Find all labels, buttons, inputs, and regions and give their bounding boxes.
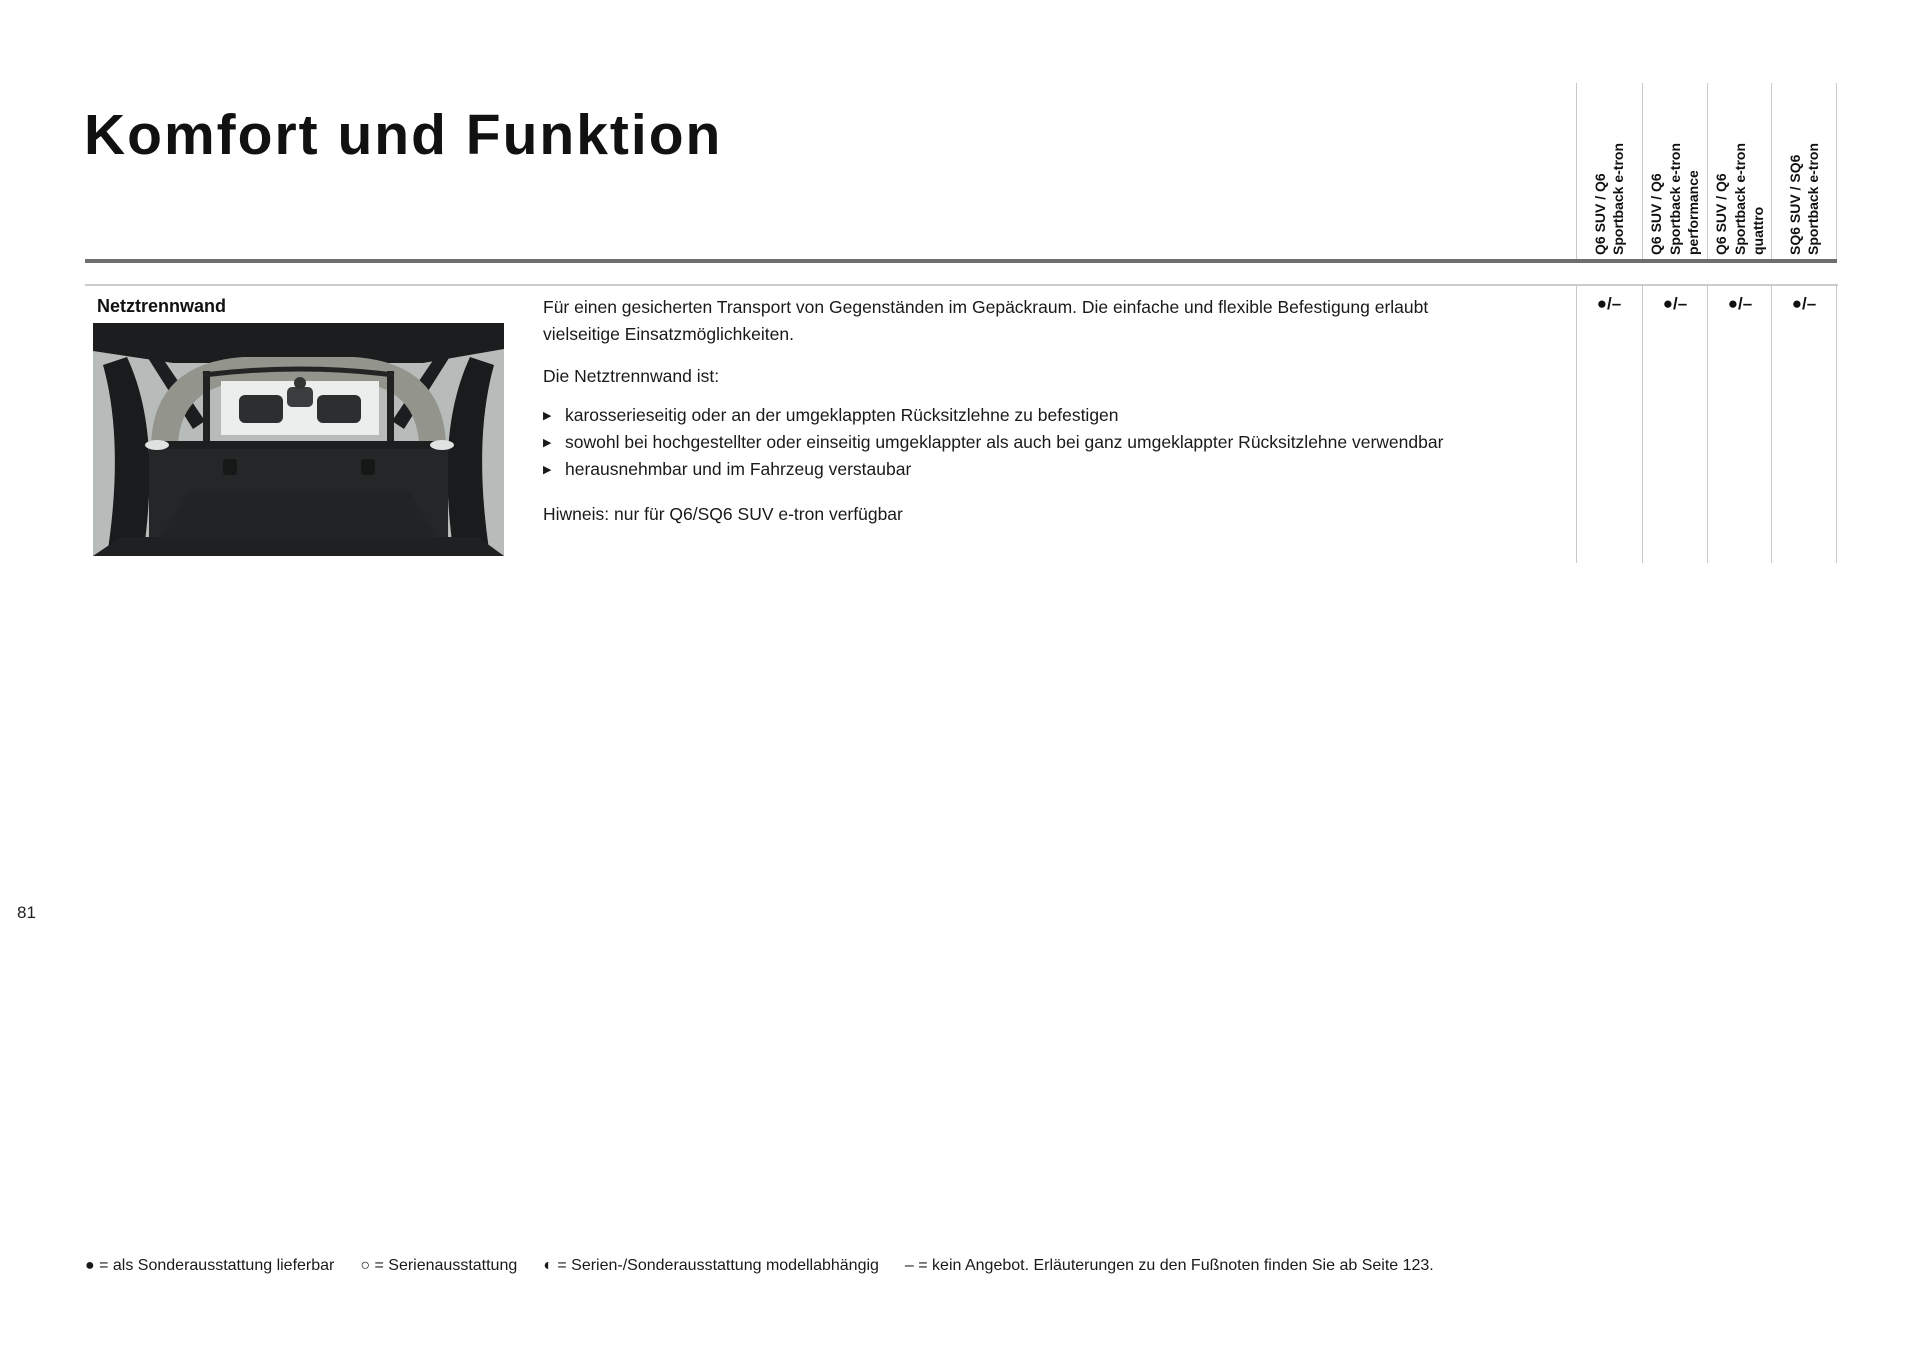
availability-value-q6-quattro: ●/– xyxy=(1727,294,1753,313)
row-top-rule xyxy=(85,284,1838,286)
column-header-label: SQ6 SUV / SQ6 Sportback e-tron xyxy=(1786,142,1822,255)
bullet-item: ▶ sowohl bei hochgestellter oder einseit… xyxy=(543,429,1503,456)
column-header-sq6: SQ6 SUV / SQ6 Sportback e-tron xyxy=(1772,85,1836,255)
bullet-item: ▶ karosserieseitig oder an der umgeklapp… xyxy=(543,402,1503,429)
triangle-bullet-icon: ▶ xyxy=(543,410,552,422)
availability-value-q6: ●/– xyxy=(1596,294,1622,313)
description-paragraph: Für einen gesicherten Transport von Gege… xyxy=(543,297,1429,344)
column-header-q6-performance: Q6 SUV / Q6 Sportback e-tron performance xyxy=(1643,85,1707,255)
column-divider xyxy=(1707,286,1708,563)
column-header-q6-quattro: Q6 SUV / Q6 Sportback e-tron quattro xyxy=(1708,85,1772,255)
column-header-label: Q6 SUV / Q6 Sportback e-tron quattro xyxy=(1713,142,1767,255)
column-divider xyxy=(1836,83,1837,259)
column-divider xyxy=(1771,286,1772,563)
page-number: 81 xyxy=(17,903,36,922)
legend-item-model-dependent: ◐ = Serien-/Sonderausstattung modellabhä… xyxy=(543,1257,879,1274)
header-rule xyxy=(85,259,1837,263)
feature-photo-trunk-net-partition xyxy=(93,323,504,556)
feature-bullet-list: ▶ karosserieseitig oder an der umgeklapp… xyxy=(543,402,1503,483)
legend-item-standard: ○ = Serienausstattung xyxy=(360,1257,518,1274)
column-divider xyxy=(1771,83,1772,259)
description-paragraph: Die Netztrennwand ist: xyxy=(543,366,720,386)
column-header-q6: Q6 SUV / Q6 Sportback e-tron xyxy=(1577,85,1641,255)
legend-item-not-available: – = kein Angebot. Erläuterungen zu den F… xyxy=(904,1257,1434,1274)
bullet-text: karosserieseitig oder an der umgeklappte… xyxy=(565,405,1119,425)
bullet-item: ▶ herausnehmbar und im Fahrzeug verstaub… xyxy=(543,456,1503,483)
feature-name: Netztrennwand xyxy=(97,296,227,316)
feature-description: Für einen gesicherten Transport von Gege… xyxy=(543,294,1503,528)
legend: ● = als Sonderausstattung lieferbar ○ = … xyxy=(85,1257,1434,1275)
availability-value-q6-performance: ●/– xyxy=(1662,294,1688,313)
legend-item-optional: ● = als Sonderausstattung lieferbar xyxy=(85,1257,335,1274)
column-divider xyxy=(1836,286,1837,563)
bullet-text: sowohl bei hochgestellter oder einseitig… xyxy=(565,432,1444,452)
column-header-label: Q6 SUV / Q6 Sportback e-tron performance xyxy=(1648,142,1702,255)
availability-value-sq6: ●/– xyxy=(1791,294,1817,313)
bullet-text: herausnehmbar und im Fahrzeug verstaubar xyxy=(565,459,912,479)
column-divider xyxy=(1576,286,1577,563)
column-header-label: Q6 SUV / Q6 Sportback e-tron xyxy=(1591,142,1627,255)
triangle-bullet-icon: ▶ xyxy=(543,464,552,476)
column-divider xyxy=(1707,83,1708,259)
triangle-bullet-icon: ▶ xyxy=(543,437,552,449)
page-title: Komfort und Funktion xyxy=(84,103,723,168)
feature-note: Hiwneis: nur für Q6/SQ6 SUV e-tron verfü… xyxy=(543,504,903,524)
column-divider xyxy=(1642,286,1643,563)
column-divider xyxy=(1642,83,1643,259)
column-divider xyxy=(1576,83,1577,259)
